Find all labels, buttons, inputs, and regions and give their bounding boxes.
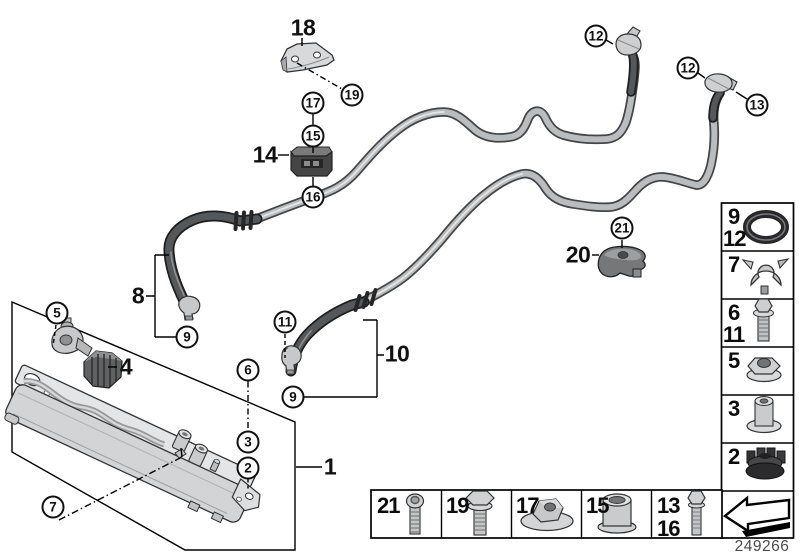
legend-row-7[interactable]: 7 xyxy=(728,252,740,277)
callout-13[interactable]: 13 xyxy=(745,93,769,117)
sleeve-bushing-icon xyxy=(597,493,637,534)
legend-row-3[interactable]: 3 xyxy=(728,396,740,421)
legend-cell-19[interactable]: 19 xyxy=(446,493,470,518)
legend-cell-15[interactable]: 15 xyxy=(586,493,610,518)
legend-cell-16[interactable]: 16 xyxy=(657,516,681,541)
callout-12b[interactable]: 12 xyxy=(676,56,700,80)
rubber-grommet-icon xyxy=(745,447,786,480)
part1-outline-box xyxy=(11,300,296,551)
hex-bolt-icon xyxy=(753,298,774,342)
callout-6[interactable]: 6 xyxy=(236,358,260,382)
label-14: 14 xyxy=(252,141,278,168)
cooler-stud xyxy=(174,448,187,459)
label-8: 8 xyxy=(131,282,145,309)
oil-cooler-assembly xyxy=(4,364,261,524)
flange-nut-icon xyxy=(746,357,782,383)
label-18: 18 xyxy=(290,14,316,41)
callout-2[interactable]: 2 xyxy=(236,456,260,480)
leader-lines xyxy=(52,38,748,521)
upper-oil-line xyxy=(163,51,640,315)
legend-cell-21[interactable]: 21 xyxy=(377,493,401,518)
callout-5[interactable]: 5 xyxy=(45,301,69,325)
o-ring-icon xyxy=(743,210,789,244)
torx-screw-icon xyxy=(405,493,425,535)
label-1: 1 xyxy=(323,453,337,480)
flange-bolt-icon xyxy=(465,490,495,536)
hose-coupling-upper xyxy=(233,210,254,231)
callout-19[interactable]: 19 xyxy=(340,83,364,107)
label-4: 4 xyxy=(119,353,133,380)
legend-row-2[interactable]: 2 xyxy=(728,444,740,469)
hex-bolt-small-icon xyxy=(687,490,706,536)
label-20: 20 xyxy=(565,241,591,268)
legend-cell-17[interactable]: 17 xyxy=(516,493,540,518)
bracket-part18 xyxy=(280,42,335,73)
legend-row-6[interactable]: 6 xyxy=(728,300,740,325)
hose-coupling-lower xyxy=(353,288,378,312)
callout-15[interactable]: 15 xyxy=(301,124,325,148)
direction-arrow-icon xyxy=(722,495,791,537)
legend-row-5[interactable]: 5 xyxy=(728,348,740,373)
screw-fitting-12b xyxy=(704,73,738,93)
label-10: 10 xyxy=(384,340,410,367)
rubber-mount-part14 xyxy=(290,142,333,177)
callout-7[interactable]: 7 xyxy=(41,495,65,519)
cover-part20 xyxy=(597,245,646,278)
callout-16[interactable]: 16 xyxy=(301,185,325,209)
lower-oil-line xyxy=(285,88,725,377)
union-fitting-upper xyxy=(178,295,201,321)
callout-11[interactable]: 11 xyxy=(273,310,297,334)
callout-17[interactable]: 17 xyxy=(301,91,325,115)
legend-row-12[interactable]: 12 xyxy=(723,226,747,251)
holder-part4 xyxy=(51,317,123,389)
drawing-number: 249266 xyxy=(734,538,790,555)
legend-row-11[interactable]: 11 xyxy=(723,322,745,347)
callout-3[interactable]: 3 xyxy=(236,430,260,454)
plastic-nut-icon xyxy=(520,498,574,532)
callout-9a[interactable]: 9 xyxy=(175,325,199,349)
spacer-bushing-icon xyxy=(746,395,782,434)
callout-12a[interactable]: 12 xyxy=(584,24,608,48)
union-fitting-lower xyxy=(281,345,302,375)
callout-21[interactable]: 21 xyxy=(610,216,634,240)
callout-9b[interactable]: 9 xyxy=(281,385,305,409)
legend-row-9[interactable]: 9 xyxy=(728,204,740,229)
screw-fitting-12a xyxy=(615,26,642,56)
spring-clip-icon xyxy=(741,258,790,295)
legend-cell-13[interactable]: 13 xyxy=(657,493,681,518)
cooler-port xyxy=(171,429,192,453)
